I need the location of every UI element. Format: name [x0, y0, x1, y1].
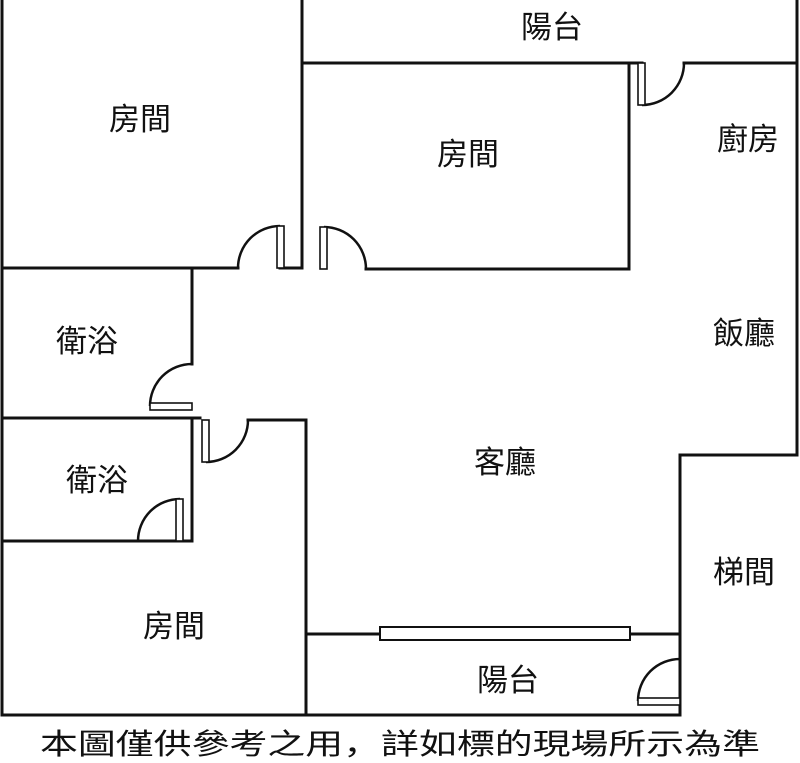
door-kitchen: [637, 62, 686, 107]
door-bedroom-top-left: [236, 224, 285, 269]
sliding-window: [379, 626, 631, 641]
label-bedroom-top-middle: 房間: [437, 137, 499, 173]
door-bedroom-bottom-left: [201, 419, 250, 464]
label-dining: 飯廳: [713, 316, 775, 352]
label-living-room: 客廳: [474, 445, 536, 481]
label-stairwell: 梯間: [713, 555, 775, 591]
label-balcony-bottom: 陽台: [477, 663, 539, 699]
label-kitchen: 廚房: [717, 122, 779, 158]
door-bedroom-top-middle: [319, 225, 368, 270]
door-bathroom-lower: [136, 497, 184, 542]
label-bedroom-top-left: 房間: [109, 102, 171, 138]
walls: [0, 0, 799, 717]
door-stairwell: [636, 657, 681, 706]
label-bedroom-bottom-left: 房間: [143, 609, 205, 645]
label-bathroom-upper: 衛浴: [56, 324, 118, 360]
door-bathroom-upper: [148, 362, 193, 411]
disclaimer-text: 本圖僅供參考之用，詳如標的現場所示為準: [40, 727, 760, 761]
label-bathroom-lower: 衛浴: [66, 463, 128, 499]
label-balcony-top: 陽台: [521, 10, 583, 46]
